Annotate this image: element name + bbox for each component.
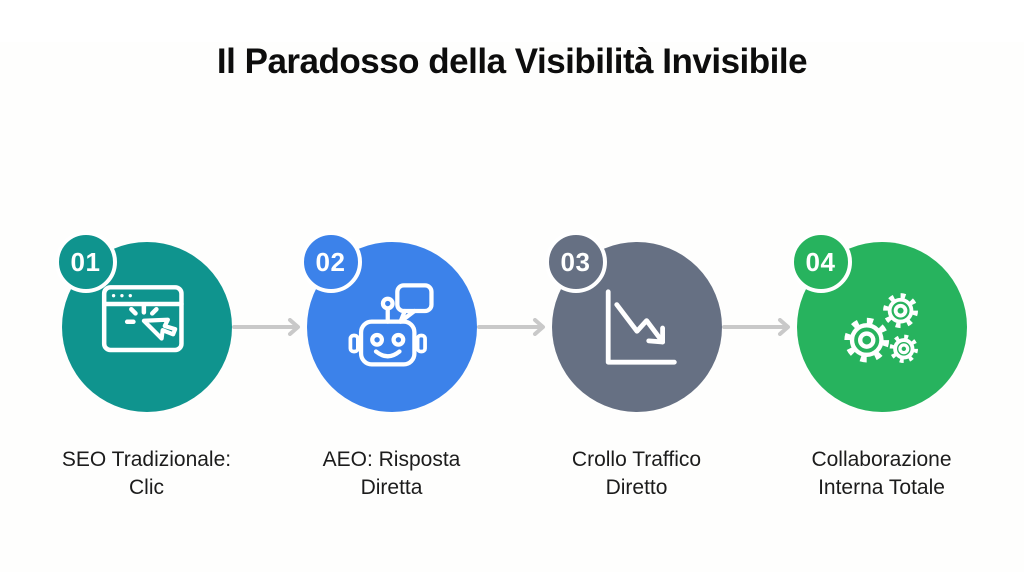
step-seo-tradizionale: 01 SEO Tradiziona [54,231,232,502]
step-number-badge: 04 [789,231,852,293]
step-circle: 01 [54,231,232,412]
step-label: AEO: Risposta Diretta [322,448,461,499]
step-crollo-traffico: 03 Crollo Traffico Diretto [544,231,722,502]
step-collaborazione: 04 [789,231,967,502]
step-number-badge: 02 [299,231,362,293]
process-steps-row: 01 SEO Tradiziona [0,231,1024,502]
chatbot-icon [344,279,440,375]
step-label: Crollo Traffico Diretto [571,448,702,499]
browser-click-icon [100,283,194,371]
step-circle: 02 [299,231,477,412]
step-number-badge: 03 [544,231,607,293]
step-circle: 03 [544,231,722,412]
infographic-title: Il Paradosso della Visibilità Invisibile [216,42,808,81]
gears-icon [834,279,930,375]
declining-chart-icon [589,279,685,375]
step-number-badge: 01 [54,231,117,293]
step-label: Collaborazione Interna Totale [811,448,952,499]
flow-arrow [231,318,307,336]
flow-arrow [721,318,797,336]
flow-arrow [476,318,552,336]
infographic-canvas: Il Paradosso della Visibilità Invisibile… [0,42,1024,572]
step-aeo-risposta: 02 AEO: Risposta [299,231,477,502]
step-circle: 04 [789,231,967,412]
step-label: SEO Tradizionale: Clic [61,448,232,499]
